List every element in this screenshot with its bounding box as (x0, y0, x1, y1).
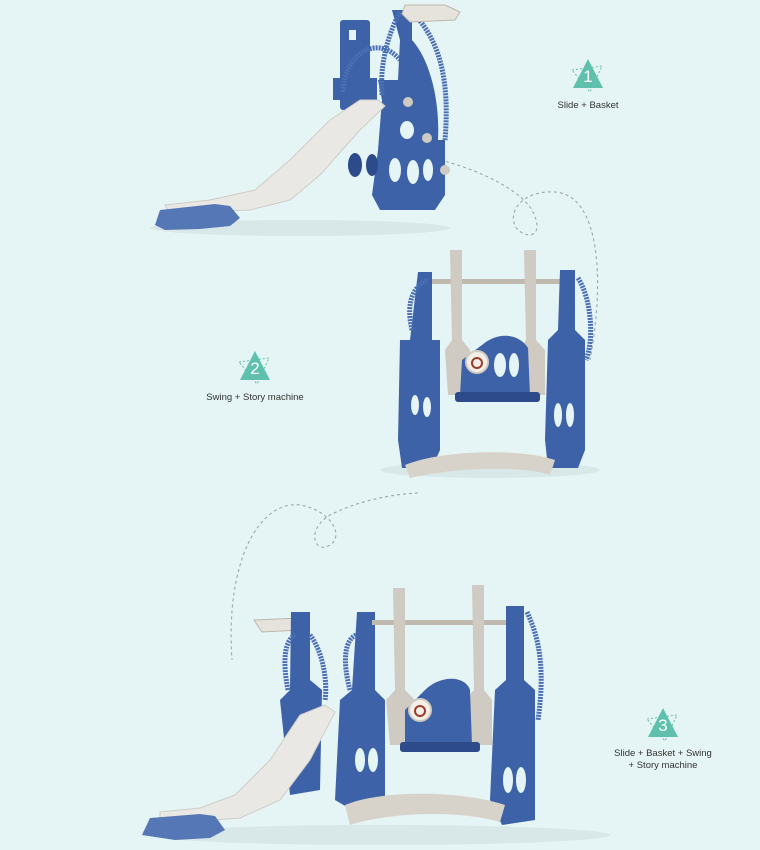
option-2-badge: 2 Swing + Story machine (195, 348, 315, 404)
option-label-line2: + Story machine (628, 760, 698, 771)
option-number: 1 (583, 67, 593, 86)
option-number: 3 (658, 716, 668, 735)
triangle-badge-icon (238, 351, 270, 385)
option-label-line1: Slide + Basket + Swing (614, 748, 712, 759)
option-label: Slide + Basket (557, 100, 619, 111)
triangle-badge-icon (646, 708, 678, 742)
option-number: 2 (250, 359, 260, 378)
triangle-badge-icon (571, 59, 603, 93)
option-label: Swing + Story machine (206, 392, 304, 403)
option-1-badge: 1 Slide + Basket (548, 56, 628, 112)
option-3-badge: 3 Slide + Basket + Swing + Story machine (603, 705, 723, 772)
